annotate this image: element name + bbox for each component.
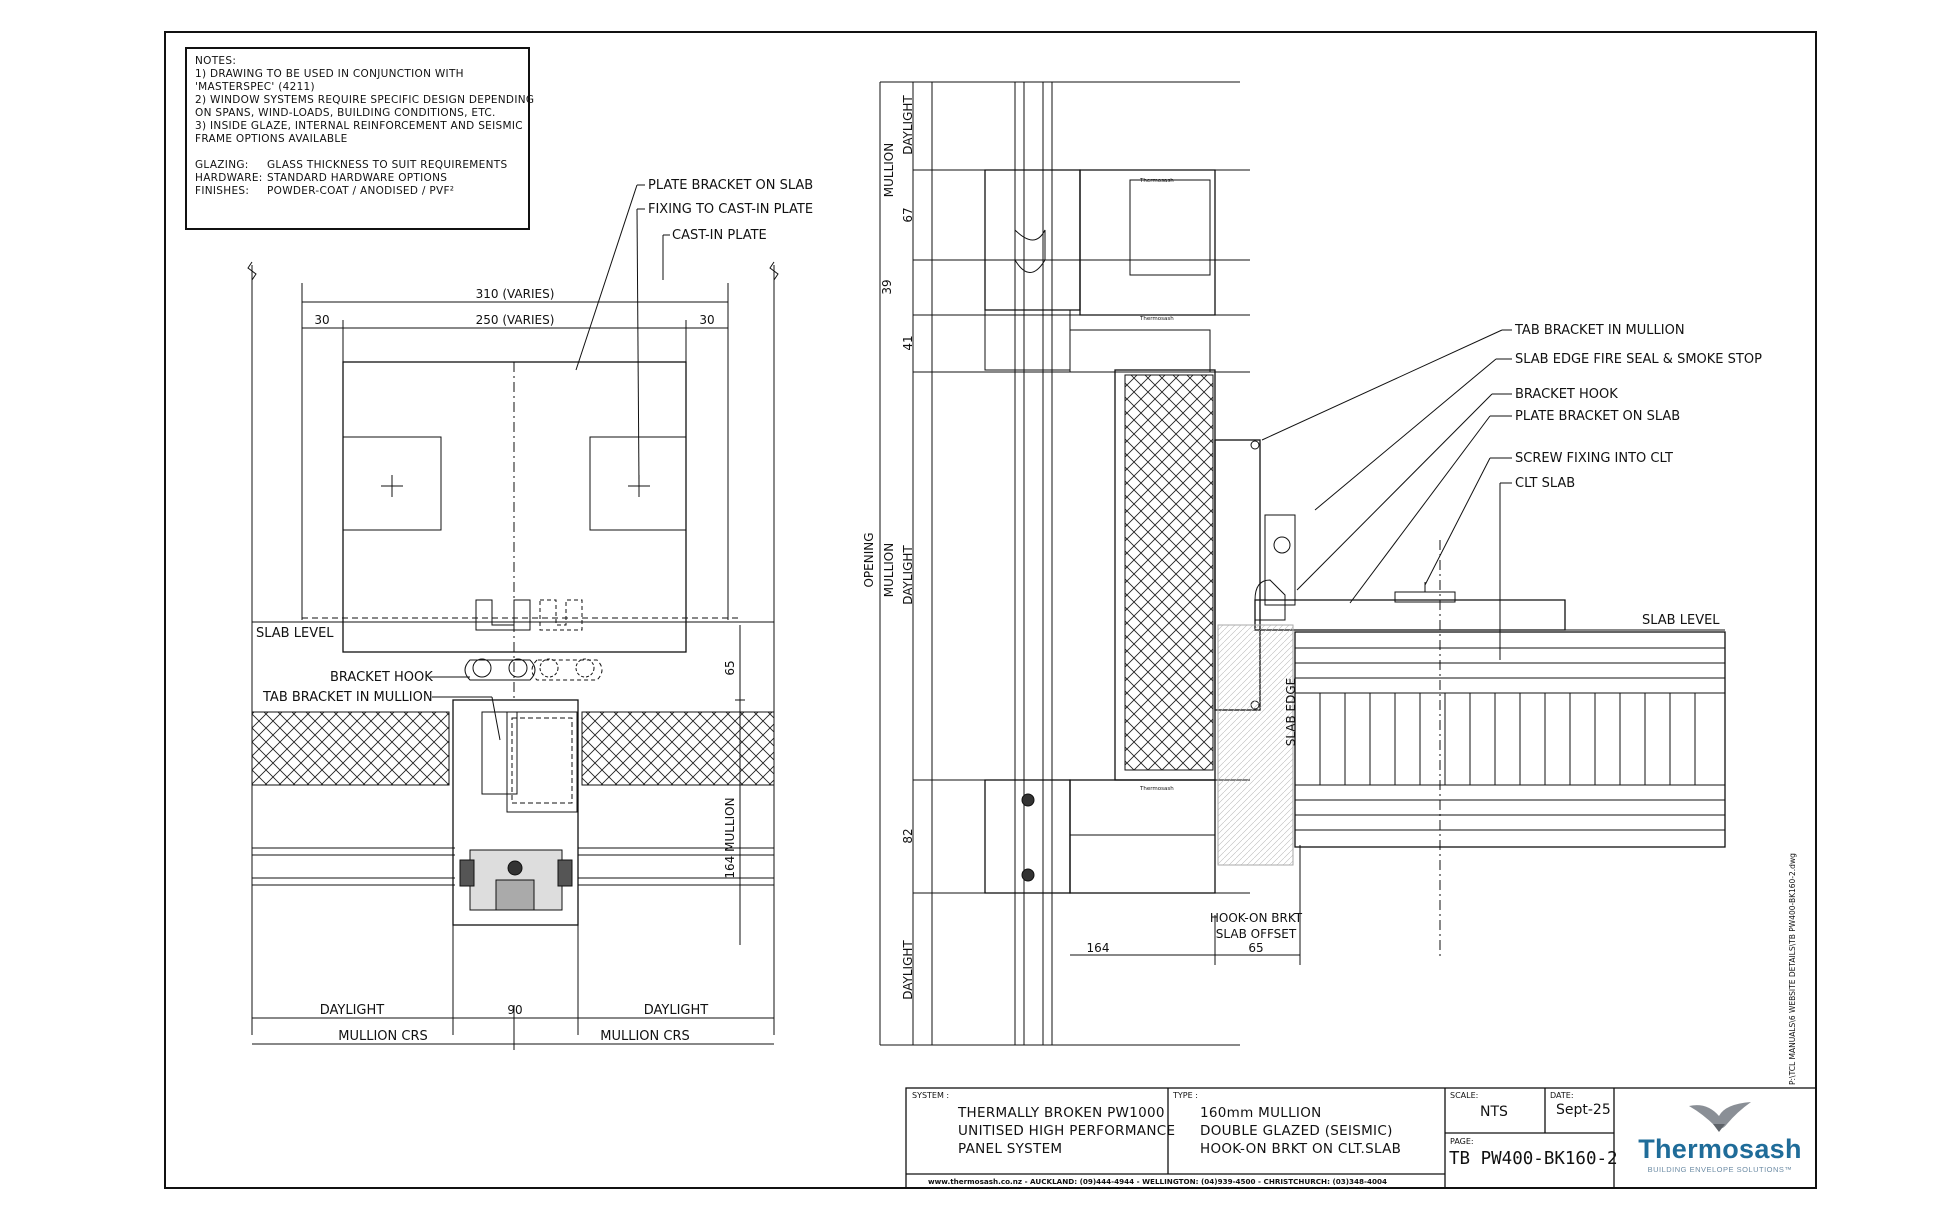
label-screw: SCREW FIXING INTO CLT xyxy=(1515,451,1673,466)
label-plate-bracket: PLATE BRACKET ON SLAB xyxy=(648,178,813,193)
dim-65-left: 65 xyxy=(723,660,737,675)
thermosash-logo: Thermosash BUILDING ENVELOPE SOLUTIONS™ xyxy=(1630,1098,1810,1178)
label-tab-bracket-right: TAB BRACKET IN MULLION xyxy=(1514,323,1685,338)
type-caption: TYPE : xyxy=(1173,1091,1198,1100)
label-fire-seal: SLAB EDGE FIRE SEAL & SMOKE STOP xyxy=(1515,352,1762,367)
label-plate-bracket-right: PLATE BRACKET ON SLAB xyxy=(1515,409,1680,424)
dim-164-mullion: 164 MULLION xyxy=(723,797,737,878)
type-line-3: HOOK-ON BRKT ON CLT.SLAB xyxy=(1200,1141,1402,1157)
hardware-key: HARDWARE: xyxy=(195,172,263,184)
label-daylight-bot: DAYLIGHT xyxy=(901,940,915,1000)
system-line-1: THERMALLY BROKEN PW1000 xyxy=(958,1105,1165,1121)
date-value: Sept-25 xyxy=(1556,1102,1611,1118)
label-bracket-hook-right: BRACKET HOOK xyxy=(1515,387,1618,402)
label-bracket-hook-left: BRACKET HOOK xyxy=(330,670,433,685)
label-tab-bracket-left: TAB BRACKET IN MULLION xyxy=(262,690,433,705)
scale-value: NTS xyxy=(1480,1104,1508,1120)
system-text: THERMALLY BROKEN PW1000 UNITISED HIGH PE… xyxy=(958,1104,1175,1158)
type-text: 160mm MULLION DOUBLE GLAZED (SEISMIC) HO… xyxy=(1200,1104,1401,1158)
dim-41: 41 xyxy=(901,335,915,350)
contacts: www.thermosash.co.nz - AUCKLAND: (09)444… xyxy=(928,1177,1388,1186)
dim-39: 39 xyxy=(880,279,894,294)
label-slab-level-left: SLAB LEVEL xyxy=(256,626,334,641)
brand-mark-3: Thermosash xyxy=(1139,786,1174,792)
dim-67: 67 xyxy=(901,207,915,222)
scale-caption: SCALE: xyxy=(1450,1091,1479,1100)
notes-heading: NOTES: xyxy=(195,55,237,67)
title-block-frame xyxy=(905,1087,1817,1189)
label-daylight-left: DAYLIGHT xyxy=(320,1003,385,1018)
note-3a: 3) INSIDE GLAZE, INTERNAL REINFORCEMENT … xyxy=(195,120,523,132)
note-2a: 2) WINDOW SYSTEMS REQUIRE SPECIFIC DESIG… xyxy=(195,94,535,106)
label-slab-level-right: SLAB LEVEL xyxy=(1642,613,1720,628)
label-slab-edge: SLAB EDGE xyxy=(1284,678,1298,747)
note-1b: 'MASTERSPEC' (4211) xyxy=(195,81,315,93)
label-daylight-right: DAYLIGHT xyxy=(644,1003,709,1018)
system-line-3: PANEL SYSTEM xyxy=(958,1141,1063,1157)
type-line-2: DOUBLE GLAZED (SEISMIC) xyxy=(1200,1123,1393,1139)
dim-82: 82 xyxy=(901,828,915,843)
label-cast-in: CAST-IN PLATE xyxy=(672,228,767,243)
plan-detail xyxy=(247,184,779,1050)
page-value: TB PW400-BK160-2 xyxy=(1449,1149,1618,1169)
logo-tagline: BUILDING ENVELOPE SOLUTIONS™ xyxy=(1647,1165,1793,1174)
system-line-2: UNITISED HIGH PERFORMANCE xyxy=(958,1123,1176,1139)
label-mullion-crs-right: MULLION CRS xyxy=(600,1029,690,1044)
label-opening: OPENING xyxy=(862,532,876,587)
hardware-value: STANDARD HARDWARE OPTIONS xyxy=(267,172,448,184)
label-daylight-mid: DAYLIGHT xyxy=(901,545,915,605)
glazing-row: GLAZING: GLASS THICKNESS TO SUIT REQUIREM… xyxy=(195,159,520,172)
label-mullion-crs-left: MULLION CRS xyxy=(338,1029,428,1044)
note-2b: ON SPANS, WIND-LOADS, BUILDING CONDITION… xyxy=(195,107,496,119)
dim-90: 90 xyxy=(507,1003,522,1017)
brand-mark-2: Thermosash xyxy=(1139,316,1174,322)
system-caption: SYSTEM : xyxy=(912,1091,950,1100)
dim-164-right: 164 xyxy=(1087,941,1110,955)
notes-box: NOTES: 1) DRAWING TO BE USED IN CONJUNCT… xyxy=(185,47,535,230)
logo-name: Thermosash xyxy=(1638,1134,1802,1164)
note-3b: FRAME OPTIONS AVAILABLE xyxy=(195,133,348,145)
glazing-key: GLAZING: xyxy=(195,159,249,171)
page-caption: PAGE: xyxy=(1450,1137,1474,1146)
label-daylight-top: DAYLIGHT xyxy=(901,95,915,155)
dim-310: 310 (VARIES) xyxy=(476,287,555,301)
dim-30-right: 30 xyxy=(699,313,714,327)
type-line-1: 160mm MULLION xyxy=(1200,1105,1322,1121)
label-hook-on-2: SLAB OFFSET xyxy=(1216,927,1297,941)
finishes-key: FINISHES: xyxy=(195,185,250,197)
brand-mark-1: Thermosash xyxy=(1139,178,1174,184)
dim-65-right: 65 xyxy=(1248,941,1263,955)
finishes-value: POWDER-COAT / ANODISED / PVF² xyxy=(267,185,455,197)
file-path: P:\TCL MANUALS\6 WEBSITE DETAILS\TB PW40… xyxy=(1788,853,1797,1085)
finishes-row: FINISHES: POWDER-COAT / ANODISED / PVF² xyxy=(195,185,520,198)
label-fixing: FIXING TO CAST-IN PLATE xyxy=(648,202,813,217)
dim-30-left: 30 xyxy=(314,313,329,327)
date-caption: DATE: xyxy=(1550,1091,1574,1100)
note-1a: 1) DRAWING TO BE USED IN CONJUNCTION WIT… xyxy=(195,68,464,80)
section-detail xyxy=(879,81,1726,1046)
label-mullion-mid: MULLION xyxy=(882,543,896,597)
glazing-value: GLASS THICKNESS TO SUIT REQUIREMENTS xyxy=(267,159,508,171)
label-clt: CLT SLAB xyxy=(1515,476,1575,491)
dim-250: 250 (VARIES) xyxy=(476,313,555,327)
bird-logo-icon xyxy=(1689,1102,1751,1132)
label-hook-on-1: HOOK-ON BRKT xyxy=(1210,911,1303,925)
hardware-row: HARDWARE: STANDARD HARDWARE OPTIONS xyxy=(195,172,520,185)
label-mullion-top: MULLION xyxy=(882,143,896,197)
